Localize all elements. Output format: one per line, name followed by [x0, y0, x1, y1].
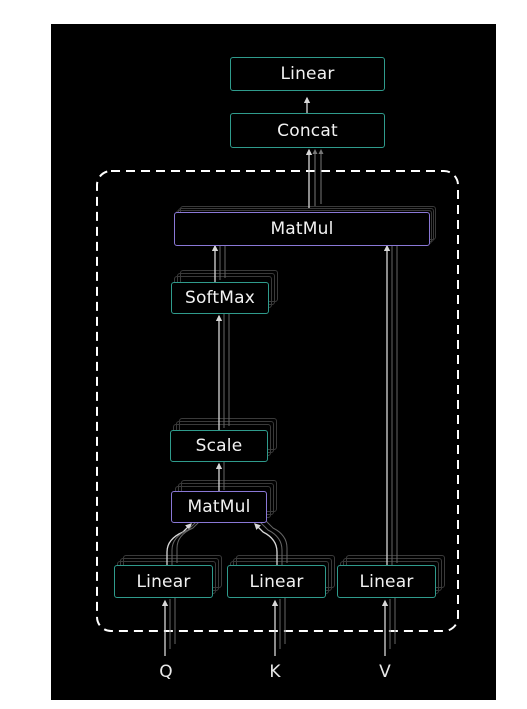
node-linear-k: Linear	[227, 565, 326, 598]
multi-head-dashed-box	[96, 170, 459, 632]
input-k-label: K	[269, 662, 281, 682]
input-q-label: Q	[159, 662, 173, 682]
arrow-linear-k-to-matmul-head	[264, 519, 288, 563]
node-matmul-qk: MatMul	[171, 491, 267, 523]
node-top-linear: Linear	[230, 57, 385, 91]
arrow-linear-k-to-matmul-head	[259, 521, 283, 565]
input-v-label: V	[379, 662, 391, 682]
node-linear-q: Linear	[114, 565, 213, 598]
node-linear-v: Linear	[337, 565, 436, 598]
node-matmul-attention: MatMul	[174, 212, 430, 246]
connections-layer	[96, 96, 459, 656]
diagram-canvas: Linear Concat MatMul SoftMax Scale MatMu…	[51, 24, 496, 700]
arrow-linear-q-to-matmul-head	[176, 519, 202, 563]
node-concat: Concat	[230, 113, 385, 148]
node-softmax: SoftMax	[171, 282, 269, 314]
node-scale: Scale	[170, 430, 268, 462]
arrow-linear-k-to-matmul	[254, 523, 278, 567]
